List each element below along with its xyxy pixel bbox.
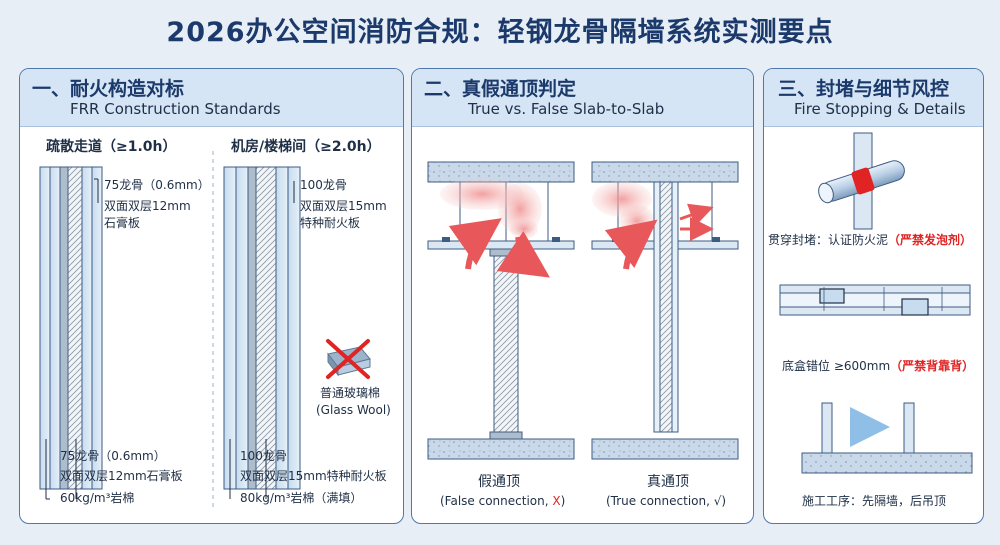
fire-stopping-warning: （严禁发泡剂）	[888, 233, 973, 247]
false-mark: X	[552, 494, 561, 508]
construction-sequence-icon	[801, 402, 973, 474]
corridor-spec-insulation: 60kg/m³岩棉	[60, 491, 135, 505]
false-connection-label: 假通顶	[478, 474, 520, 490]
panel-header: 二、真假通顶判定 True vs. False Slab-to-Slab	[412, 69, 753, 127]
panel-header: 三、封堵与细节风控 Fire Stopping & Details	[764, 69, 983, 127]
corridor-board-label-2: 石膏板	[104, 216, 141, 230]
machine-room-spec-insulation: 80kg/m³岩棉（满填）	[240, 491, 363, 505]
fire-stopping-text: 贯穿封堵：认证防火泥	[768, 233, 889, 247]
true-caption-text: (True connection,	[606, 494, 714, 508]
page-title: 2026办公空间消防合规：轻钢龙骨隔墙系统实测要点	[166, 17, 834, 48]
glass-wool-prohibited-icon	[326, 339, 371, 379]
outlet-offset-text: 底盒错位 ≥600mm	[782, 359, 891, 373]
true-connection-label: 真通顶	[647, 474, 689, 490]
machine-room-board-label-2: 特种耐火板	[300, 216, 361, 230]
machine-room-spec-board: 双面双层15mm特种耐火板	[240, 469, 387, 483]
true-connection-caption: (True connection, √)	[606, 493, 726, 509]
corridor-wall-section	[39, 166, 103, 500]
machine-room-spec-stud: 100龙骨	[240, 449, 287, 463]
false-caption-suffix: )	[560, 494, 566, 508]
machine-room-wall-section	[223, 166, 301, 499]
corridor-board-label: 双面双层12mm	[104, 199, 191, 213]
corridor-spec-stud: 75龙骨（0.6mm）	[60, 449, 166, 463]
panel-title: 二、真假通顶判定	[424, 78, 577, 100]
corridor-spec-board: 双面双层12mm石膏板	[60, 469, 183, 483]
panel-title: 一、耐火构造对标	[32, 78, 185, 100]
corridor-heading: 疏散走道（≥1.0h）	[46, 139, 177, 155]
wall-sections-drawing	[39, 151, 371, 509]
false-caption-text: (False connection,	[440, 494, 553, 508]
true-connection-diagram	[591, 161, 739, 460]
panel-subtitle: Fire Stopping & Details	[794, 100, 966, 118]
pipe-penetration-icon	[818, 132, 905, 230]
panel-fire-stopping: 三、封堵与细节风控 Fire Stopping & Details	[763, 68, 984, 524]
true-mark: √	[713, 494, 722, 508]
panel-slab-to-slab: 二、真假通顶判定 True vs. False Slab-to-Slab	[411, 68, 754, 524]
glass-wool-label-en: (Glass Wool)	[316, 403, 391, 417]
glass-wool-label: 普通玻璃棉	[320, 386, 381, 400]
machine-room-heading: 机房/楼梯间（≥2.0h）	[231, 139, 381, 155]
panel-frr-standards: 一、耐火构造对标 FRR Construction Standards 疏散走道…	[19, 68, 404, 524]
false-connection-caption: (False connection, X)	[440, 493, 565, 509]
machine-room-board-label: 双面双层15mm	[300, 199, 387, 213]
offset-outlet-boxes-icon	[779, 284, 971, 316]
fire-stopping-drawing	[779, 132, 973, 474]
panel-subtitle: True vs. False Slab-to-Slab	[468, 100, 665, 118]
panel-subtitle: FRR Construction Standards	[70, 100, 281, 118]
outlet-offset-warning: （严禁背靠背）	[890, 359, 975, 373]
slab-to-slab-drawing	[427, 161, 739, 460]
false-connection-diagram	[427, 161, 575, 460]
panel-header: 一、耐火构造对标 FRR Construction Standards	[20, 69, 403, 127]
outlet-offset-rule: 底盒错位 ≥600mm（严禁背靠背）	[782, 358, 974, 374]
true-caption-suffix: )	[721, 494, 727, 508]
panel-title: 三、封堵与细节风控	[778, 78, 950, 100]
sequence-rule: 施工工序：先隔墙，后吊顶	[802, 494, 947, 508]
machine-room-stud-label: 100龙骨	[300, 178, 347, 192]
fire-stopping-rule: 贯穿封堵：认证防火泥（严禁发泡剂）	[768, 232, 972, 248]
corridor-stud-label: 75龙骨（0.6mm）	[104, 178, 210, 192]
